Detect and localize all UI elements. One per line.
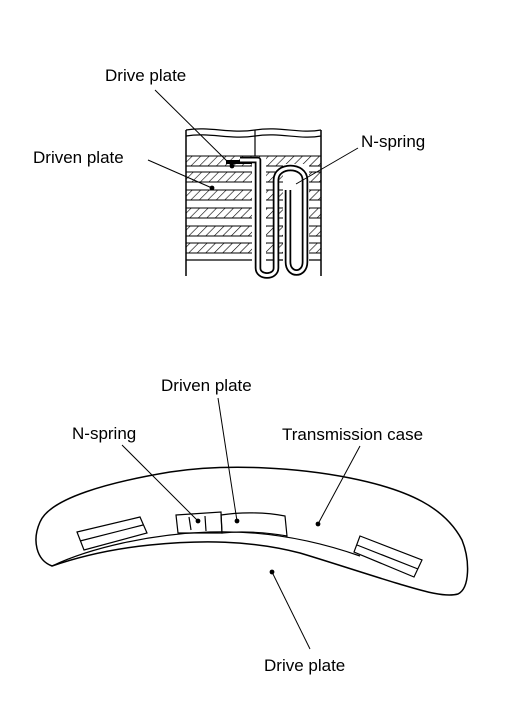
label-n-spring-top: N-spring — [361, 132, 425, 151]
label-transmission-case: Transmission case — [282, 425, 423, 444]
label-driven-plate-bottom: Driven plate — [161, 376, 252, 395]
case-slot-left — [76, 516, 148, 551]
label-drive-plate-top: Drive plate — [105, 66, 186, 85]
transmission-case-view — [35, 397, 469, 650]
driven-plate-segment — [220, 512, 288, 537]
label-driven-plate-top: Driven plate — [33, 148, 124, 167]
label-n-spring-bottom: N-spring — [72, 424, 136, 443]
n-spring-clip — [175, 511, 223, 534]
case-slot-right — [353, 535, 423, 578]
n-spring-top — [240, 156, 309, 279]
label-drive-plate-bottom: Drive plate — [264, 656, 345, 675]
clutch-pack-section — [147, 89, 359, 279]
